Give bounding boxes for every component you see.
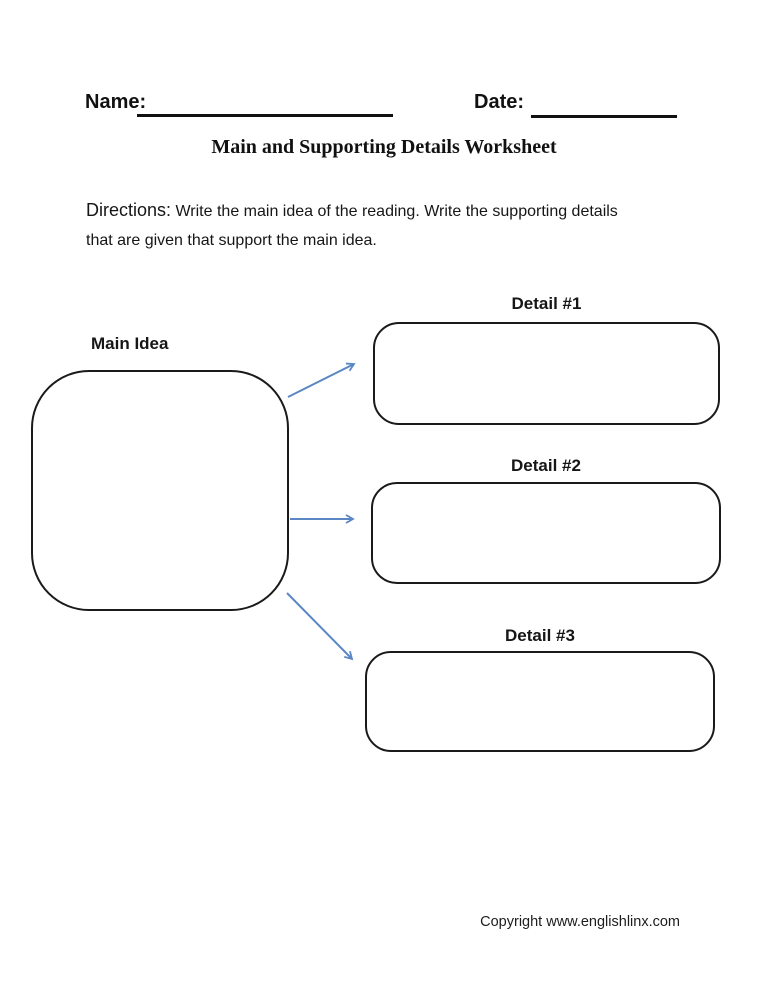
- main-idea-box[interactable]: [31, 370, 289, 611]
- detail-2-box[interactable]: [371, 482, 721, 584]
- detail-1-box[interactable]: [373, 322, 720, 425]
- directions-paragraph: Directions: Write the main idea of the r…: [86, 196, 634, 255]
- arrow-to-detail-3-icon: [286, 592, 354, 661]
- detail-2-label: Detail #2: [511, 456, 581, 475]
- detail-3-label: Detail #3: [505, 626, 575, 645]
- name-blank-line[interactable]: [137, 114, 393, 117]
- detail-3-box[interactable]: [365, 651, 715, 752]
- worksheet-title: Main and Supporting Details Worksheet: [211, 136, 557, 158]
- main-idea-label: Main Idea: [91, 334, 169, 353]
- name-label: Name:: [85, 91, 147, 113]
- directions-text: Write the main idea of the reading. Writ…: [86, 203, 618, 249]
- date-label: Date:: [474, 91, 525, 113]
- date-blank-line[interactable]: [531, 115, 677, 118]
- arrow-to-detail-1-icon: [287, 362, 356, 398]
- copyright-text: Copyright www.englishlinx.com: [480, 914, 680, 930]
- detail-1-label: Detail #1: [511, 294, 582, 313]
- directions-label: Directions:: [86, 200, 172, 220]
